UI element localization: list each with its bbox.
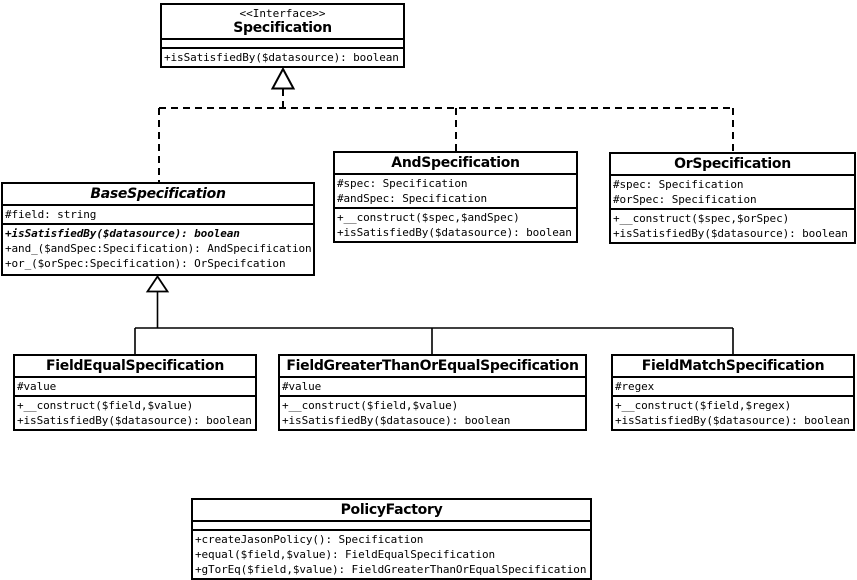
methods-compartment: +__construct($field,$regex) +isSatisfiedB… [613, 397, 853, 429]
class-title: BaseSpecification [3, 184, 313, 206]
member: +equal($field,$value): FieldEqualSpecifi… [195, 548, 496, 561]
uml-class-base-specification: BaseSpecification #field: string +isSati… [1, 182, 315, 276]
member: #value [17, 380, 57, 393]
methods-compartment: +__construct($field,$value) +isSatisfiedB… [15, 397, 255, 429]
class-title: PolicyFactory [193, 500, 590, 522]
member: #andSpec: Specification [337, 192, 488, 205]
class-title: FieldGreaterThanOrEqualSpecification [280, 356, 585, 378]
member: +isSatisfiedBy($datasource): boolean [337, 226, 572, 239]
member: +createJasonPolicy(): Specification [195, 533, 424, 546]
attributes-compartment [193, 522, 590, 531]
attributes-compartment: #regex [613, 378, 853, 397]
methods-compartment: +createJasonPolicy(): Specification +equa… [193, 531, 590, 578]
class-title: OrSpecification [611, 154, 854, 176]
member: +isSatisfiedBy($datasource): boolean [164, 51, 399, 64]
member: #spec: Specification [337, 177, 468, 190]
uml-class-specification: <<Interface>> Specification +isSatisfied… [160, 3, 405, 68]
class-name: FieldEqualSpecification [46, 358, 224, 374]
methods-compartment: +isSatisfiedBy($datasource): boolean +and… [3, 225, 313, 274]
member: +isSatisfiedBy($datasource): boolean [613, 227, 848, 240]
realization-line [158, 89, 734, 182]
realization-arrowhead-icon [270, 66, 296, 90]
uml-class-and-specification: AndSpecification #spec: Specification #an… [333, 151, 578, 243]
class-name: Specification [233, 20, 332, 36]
member: +isSatisfiedBy($datasouce): boolean [282, 414, 511, 427]
member: #orSpec: Specification [613, 193, 757, 206]
member: #value [282, 380, 322, 393]
methods-compartment: +__construct($spec,$orSpec) +isSatisfiedB… [611, 210, 854, 242]
attributes-compartment: #value [280, 378, 585, 397]
member: +isSatisfiedBy($datasource): boolean [5, 227, 240, 240]
member: +__construct($field,$value) [17, 399, 194, 412]
member: +__construct($spec,$orSpec) [613, 212, 790, 225]
class-name: AndSpecification [391, 155, 520, 171]
class-name: FieldMatchSpecification [641, 358, 825, 374]
member: #regex [615, 380, 655, 393]
uml-class-field-greater-than-or-equal-specification: FieldGreaterThanOrEqualSpecification #va… [278, 354, 587, 431]
class-title: FieldMatchSpecification [613, 356, 853, 378]
uml-class-field-equal-specification: FieldEqualSpecification #value +__constr… [13, 354, 257, 431]
member: +__construct($field,$regex) [615, 399, 792, 412]
class-name: FieldGreaterThanOrEqualSpecification [286, 358, 579, 374]
attributes-compartment: #value [15, 378, 255, 397]
attributes-compartment: #spec: Specification #orSpec: Specificati… [611, 176, 854, 210]
class-name: BaseSpecification [90, 186, 226, 202]
member: +__construct($spec,$andSpec) [337, 211, 520, 224]
generalization-arrowhead-icon [145, 274, 170, 293]
attributes-compartment: #field: string [3, 206, 313, 225]
member: #field: string [5, 208, 97, 221]
member: #spec: Specification [613, 178, 744, 191]
uml-class-or-specification: OrSpecification #spec: Specification #orS… [609, 152, 856, 244]
attributes-compartment: #spec: Specification #andSpec: Specificat… [335, 175, 576, 209]
class-name: PolicyFactory [340, 502, 443, 518]
class-name: OrSpecification [674, 156, 791, 172]
member: +isSatisfiedBy($datasource): boolean [17, 414, 252, 427]
methods-compartment: +__construct($spec,$andSpec) +isSatisfied… [335, 209, 576, 241]
class-title: FieldEqualSpecification [15, 356, 255, 378]
class-title: AndSpecification [335, 153, 576, 175]
member: +isSatisfiedBy($datasource): boolean [615, 414, 850, 427]
member: +__construct($field,$value) [282, 399, 459, 412]
member: +gTorEq($field,$value): FieldGreaterThan… [195, 563, 587, 576]
uml-class-policy-factory: PolicyFactory +createJasonPolicy(): Spec… [191, 498, 592, 580]
class-title: <<Interface>> Specification [162, 5, 403, 40]
methods-compartment: +__construct($field,$value) +isSatisfiedB… [280, 397, 585, 429]
uml-class-field-match-specification: FieldMatchSpecification #regex +__constr… [611, 354, 855, 431]
member: +and_($andSpec:Specification): AndSpecif… [5, 242, 312, 255]
stereotype-label: <<Interface>> [239, 7, 326, 20]
generalization-line [134, 291, 734, 354]
methods-compartment: +isSatisfiedBy($datasource): boolean [162, 49, 403, 66]
member: +or_($orSpec:Specification): OrSpecifcat… [5, 257, 286, 270]
attributes-compartment [162, 40, 403, 49]
